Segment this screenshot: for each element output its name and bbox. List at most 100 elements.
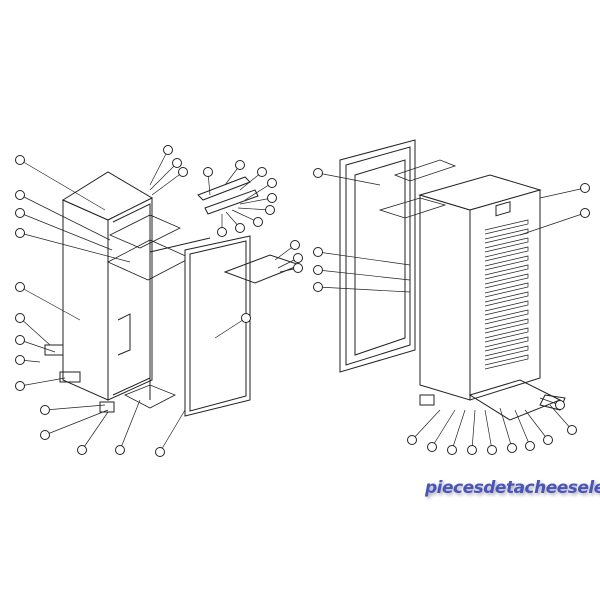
coil-segment [484,354,529,370]
callout-circle [203,167,213,177]
callout-circle [267,193,277,203]
leader-line [431,409,456,448]
right-condenser-coil [484,219,529,370]
leader-line [19,159,106,211]
callout-circle [467,445,477,455]
callout-circle [487,445,497,455]
callout-circle [15,355,25,365]
leader-line [451,409,466,451]
left-base-parts [44,344,115,413]
callout-circle [313,282,323,292]
callout-circle [253,217,263,227]
leader-line [239,197,273,205]
callout-circle [447,445,457,455]
callout-circle [293,253,303,263]
leader-line [19,339,56,353]
callout-circle [507,443,517,453]
callout-circle [313,265,323,275]
leader-line [44,409,109,436]
leader-line [317,172,381,186]
leader-line [149,149,169,186]
callout-circle [580,208,590,218]
callout-circle [15,335,25,345]
leader-line [524,409,549,441]
leader-line [151,171,184,196]
callout-circle [172,158,182,168]
leader-line [411,409,441,441]
callout-circle [15,313,25,323]
coil-segment [484,300,529,316]
callout-circle [40,430,50,440]
coil-segment [484,255,529,271]
callout-circle [15,208,25,218]
callout-circle [15,228,25,238]
callout-circle [15,282,25,292]
leader-line [19,286,81,321]
coil-segment [484,345,529,361]
callout-circle [15,190,25,200]
callout-circle [407,435,417,445]
callout-circle [40,405,50,415]
leader-line [317,269,411,281]
left-cabinet-body [61,171,154,401]
callout-circle [313,247,323,257]
coil-segment [484,237,529,253]
coil-segment [484,228,529,244]
callout-circle [217,227,227,237]
leader-line [19,232,131,263]
callout-circle [257,167,267,177]
callout-circle [241,313,251,323]
coil-segment [484,336,529,352]
callout-circle [313,168,323,178]
leader-line [119,399,141,451]
coil-segment [484,327,529,343]
callout-circle [267,178,277,188]
leader-line [237,207,271,211]
coil-segment [484,264,529,280]
callout-circle [178,167,188,177]
callout-circle [77,445,87,455]
right-door [339,139,416,373]
right-cabinet-body [418,174,542,401]
coil-segment [484,219,529,235]
leader-line [159,409,186,453]
leader-line [44,404,106,411]
leader-line [471,409,476,451]
leader-line [214,317,247,339]
callout-circle [265,205,275,215]
right-shelves [378,159,457,219]
callout-circle [427,442,437,452]
coil-segment [484,318,529,334]
callout-circle [115,445,125,455]
callout-circle [15,155,25,165]
leader-line [317,286,411,293]
leader-line [499,407,513,449]
callout-circle [555,400,565,410]
watermark: piecesdetacheeselec.com [425,478,600,498]
callout-circle [15,381,25,391]
callout-circle [525,441,535,451]
leader-line [484,409,493,451]
coil-segment [484,309,529,325]
left-door [149,235,251,417]
leader-line [539,187,586,199]
coil-segment [484,246,529,262]
leader-line [549,404,573,431]
leader-line [19,317,51,346]
coil-segment [484,291,529,307]
callout-circle [293,263,303,273]
leader-line [81,411,109,451]
leader-line [519,212,586,236]
leader-line [149,162,178,191]
coil-segment [484,273,529,289]
callout-markers [15,145,590,457]
leader-line [19,212,113,251]
callout-circle [155,447,165,457]
leader-line [19,377,66,387]
callout-circle [580,183,590,193]
callout-circle [567,425,577,435]
leader-line [19,194,111,241]
callout-circle [235,223,245,233]
callout-circle [235,160,245,170]
